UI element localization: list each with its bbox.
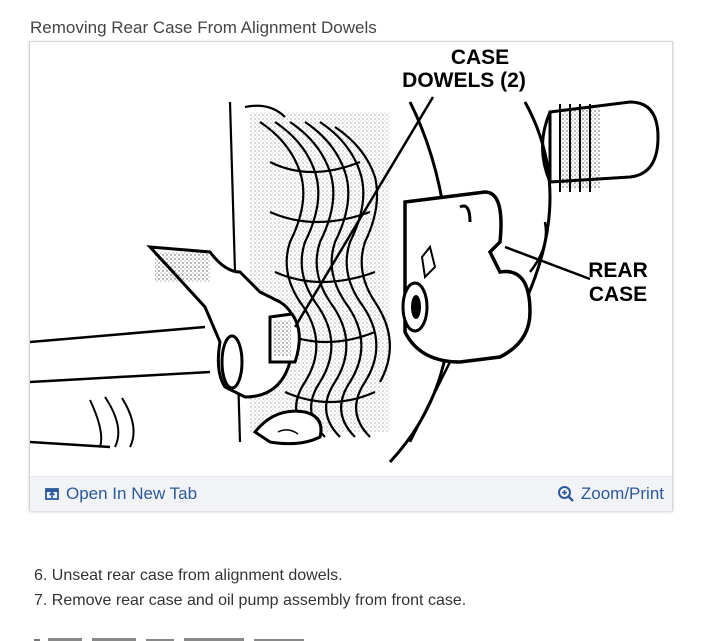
step-list: 6. Unseat rear case from alignment dowel… — [34, 563, 466, 613]
step-item: 7. Remove rear case and oil pump assembl… — [34, 592, 467, 609]
zoom-print-button[interactable]: Zoom/Print — [557, 477, 664, 511]
callout-case-dowels-line1: CASE — [451, 46, 509, 69]
callout-rear-case-line2: CASE — [589, 283, 647, 306]
open-in-new-tab-button[interactable]: Open In New Tab — [44, 477, 197, 511]
figure-title: Removing Rear Case From Alignment Dowels — [30, 18, 377, 37]
zoom-print-label: Zoom/Print — [580, 484, 664, 503]
output-shaft — [523, 100, 660, 303]
callout-leaders — [293, 96, 591, 328]
figure-illustration: CASE DOWELS (2) REAR CASE — [30, 42, 672, 476]
front-case-flange — [30, 245, 323, 449]
open-in-new-tab-icon — [44, 486, 60, 502]
figure-card: CASE DOWELS (2) REAR CASE Open In New Ta… — [29, 41, 673, 511]
figure-toolbar: Open In New Tab Zoom/Print — [30, 476, 672, 511]
step-item: 6. Unseat rear case from alignment dowel… — [34, 567, 343, 584]
zoom-in-icon — [557, 485, 575, 503]
clipped-next-line — [34, 630, 334, 641]
callout-rear-case-line1: REAR — [588, 259, 648, 282]
callout-case-dowels-line2: DOWELS (2) — [402, 69, 526, 92]
rear-case-body — [388, 101, 532, 464]
open-in-new-tab-label: Open In New Tab — [66, 484, 198, 503]
